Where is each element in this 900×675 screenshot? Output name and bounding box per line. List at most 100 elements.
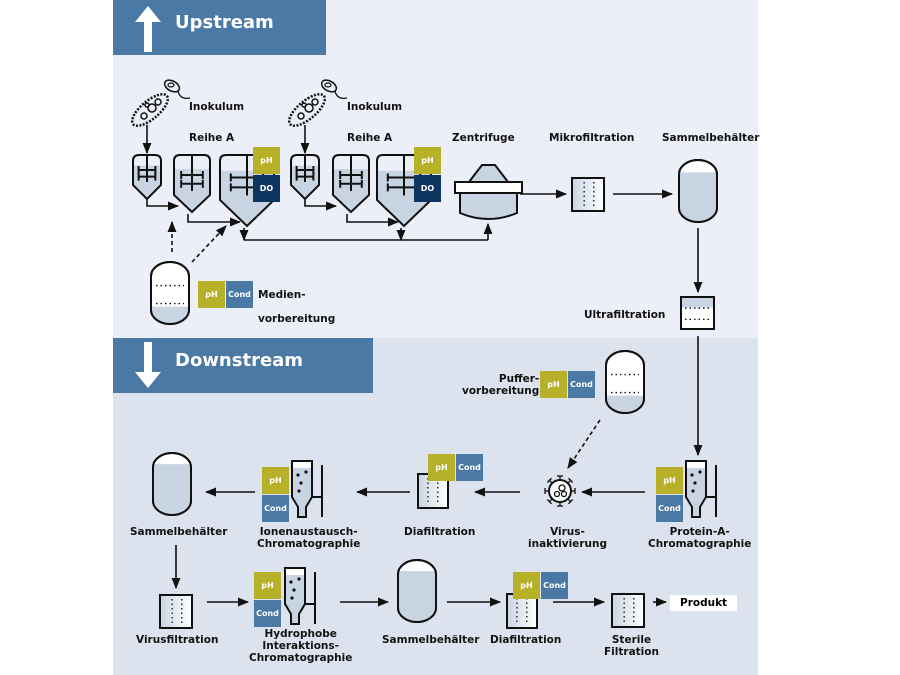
protein-a-line2: Chromatographie — [648, 538, 752, 550]
vessel-outline — [290, 154, 320, 201]
media-prep-line1: Medien- — [258, 289, 306, 301]
ph-badge: pH — [262, 467, 289, 494]
filter-body — [571, 177, 605, 212]
cond-badge: Cond — [541, 572, 568, 599]
flow-arrow — [187, 214, 242, 227]
virus-particle — [560, 490, 568, 498]
sterile-filtration-line2: Filtration — [604, 646, 659, 658]
filter-body — [611, 593, 645, 628]
virus-particle — [553, 490, 561, 498]
virus-filter — [159, 594, 193, 629]
inoculum-label: Inokulum — [189, 101, 245, 113]
seed-reactor-small-2 — [290, 154, 320, 201]
ph-badge: pH — [198, 281, 225, 308]
cell-organelle — [297, 112, 305, 120]
flow-arrow — [146, 198, 180, 211]
downstream-title: Downstream — [175, 350, 304, 371]
tank-liquid — [606, 395, 644, 413]
downstream-header: Downstream — [113, 338, 373, 393]
dashed-flow-arrow — [191, 225, 227, 263]
column-body — [284, 567, 306, 625]
resin-bead — [693, 481, 697, 485]
diafiltration-label: Diafiltration — [404, 526, 476, 538]
inoculum-microbe-1 — [130, 79, 191, 127]
tank-liquid — [679, 172, 717, 222]
cell-organelle — [304, 103, 314, 113]
virus-inactivation-line1: Virus- — [550, 526, 585, 538]
column-body — [685, 460, 707, 518]
cell-organelle — [147, 103, 157, 113]
tank-outline — [605, 350, 645, 414]
ph-badge: pH — [540, 371, 567, 398]
hic-label: Hydrophobe Interaktions- Chromatographie — [249, 628, 352, 664]
resin-bead — [304, 470, 308, 474]
microfilter — [571, 177, 605, 212]
column-body — [291, 460, 313, 518]
bacterium — [287, 93, 327, 127]
virus-spike-tip — [568, 499, 574, 505]
flagellum — [177, 90, 191, 99]
protein-a-column — [685, 460, 717, 518]
vessel-outline — [132, 154, 162, 201]
resin-bead — [297, 577, 301, 581]
column-top — [687, 462, 705, 468]
diafiltration-label: Diafiltration — [490, 634, 562, 646]
sterile-filtration-line1: Sterile — [611, 634, 652, 646]
cell-organelle — [311, 98, 319, 106]
centrifuge-lid — [466, 164, 511, 183]
hic-line1: Hydrophobe — [264, 628, 337, 640]
cond-badge: Cond — [262, 495, 289, 522]
virus-inactivation-line2: inaktivierung — [528, 538, 607, 550]
virus-inactivation-label: Virus- inaktivierung — [528, 526, 607, 550]
cell — [163, 79, 181, 93]
hic-line2: Interaktions- — [262, 640, 339, 652]
vessel-outline — [332, 154, 370, 214]
iex-label: Ionenaustausch- Chromatographie — [257, 526, 360, 550]
microfiltration-label: Mikrofiltration — [549, 132, 635, 144]
centrifuge-label: Zentrifuge — [452, 132, 515, 144]
series-label: Reihe A — [189, 132, 235, 144]
virus-particle — [558, 484, 566, 492]
cell-organelle — [140, 112, 148, 120]
ph-badge: pH — [428, 454, 455, 481]
cell-organelle — [301, 102, 307, 108]
arrow-up-icon — [135, 6, 161, 52]
cell-nucleus — [167, 82, 175, 88]
collection-tank-3 — [397, 559, 437, 623]
filter-top — [682, 298, 713, 308]
collection-tank-label: Sammelbehälter — [130, 526, 228, 538]
hic-column — [284, 567, 316, 625]
inoculum-microbe-2 — [287, 79, 348, 127]
cond-badge: Cond — [226, 281, 253, 308]
dashed-flow-arrow — [567, 419, 601, 469]
sterile-filtration-label: Sterile Filtration — [604, 634, 659, 658]
resin-bead — [698, 470, 702, 474]
protein-a-line1: Protein-A- — [669, 526, 730, 538]
virus-icon — [544, 475, 576, 507]
ph-badge: pH — [656, 467, 683, 494]
upstream-header: Upstream — [113, 0, 326, 55]
ultrafiltration-label: Ultrafiltration — [584, 309, 666, 321]
series-label: Reihe A — [347, 132, 393, 144]
media-prep-tank — [150, 261, 190, 325]
cond-badge: Cond — [254, 600, 281, 627]
column-top — [293, 462, 311, 468]
centrifuge-bowl — [459, 192, 518, 220]
arrow-down-icon — [135, 342, 161, 388]
flow-arrow — [346, 214, 400, 227]
iex-line2: Chromatographie — [257, 538, 361, 550]
buffer-prep-line1: Puffer- — [498, 373, 540, 385]
resin-bead — [289, 580, 293, 584]
virus-spike-tip — [546, 477, 552, 483]
diafiltration-body — [506, 593, 538, 629]
cond-badge: Cond — [568, 371, 595, 398]
virus-spike — [567, 479, 572, 484]
protein-a-label: Protein-A- Chromatographie — [648, 526, 751, 550]
upstream-title: Upstream — [175, 12, 274, 33]
do-badge: DO — [253, 175, 280, 202]
product-box: Produkt — [670, 595, 738, 611]
resin-bead — [297, 489, 301, 493]
buffer-prep-line2: vorbereitung — [462, 385, 540, 397]
cell-organelle — [144, 102, 150, 108]
